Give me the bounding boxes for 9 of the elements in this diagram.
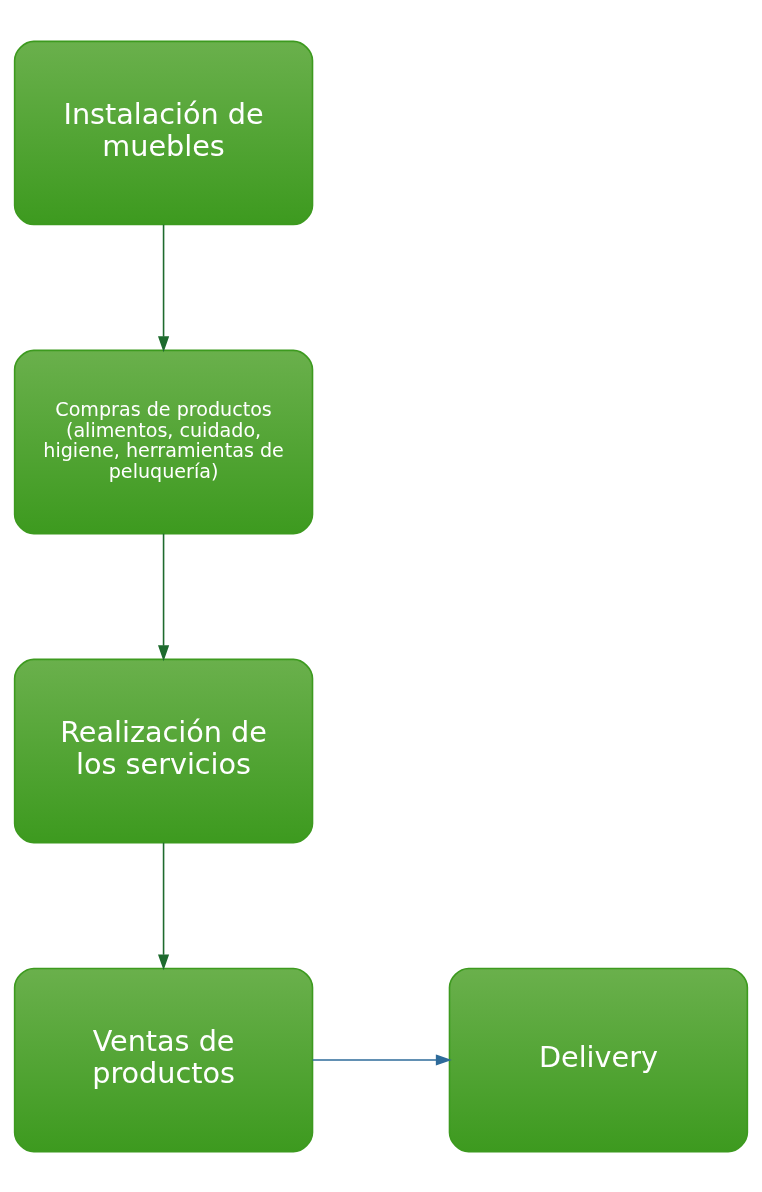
node-box: Compras de productos (alimentos, cuidado, higiene, herramientas de peluquería) (13, 349, 314, 534)
arrow (158, 841, 170, 970)
node-box: Instalación de muebles (13, 40, 314, 225)
node-box: Ventas de productos (13, 967, 314, 1152)
node-box: Delivery (448, 967, 749, 1152)
node-box: Realización de los servicios (13, 658, 314, 843)
arrow (158, 223, 170, 352)
arrow (158, 532, 170, 661)
arrow (311, 1053, 452, 1066)
